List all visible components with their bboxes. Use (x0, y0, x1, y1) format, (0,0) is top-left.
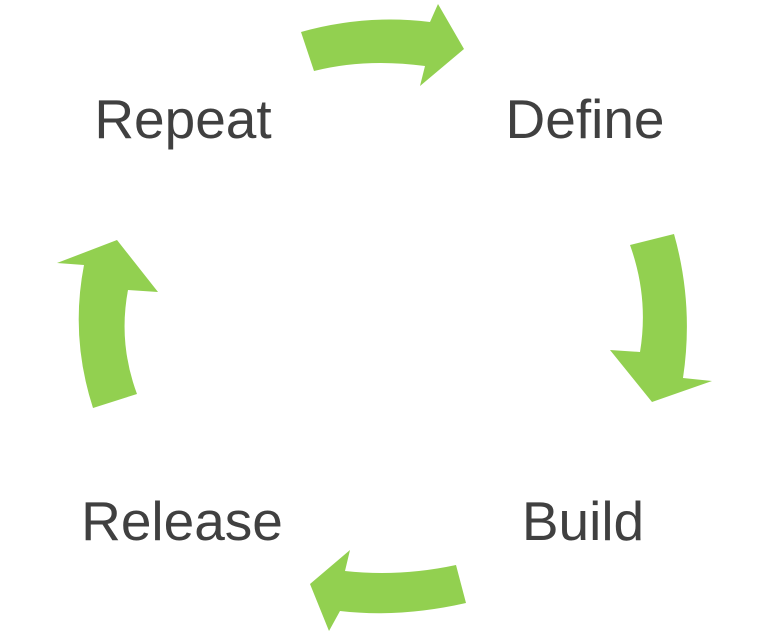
arrow-release-to-repeat (57, 240, 158, 408)
step-label-release: Release (81, 490, 283, 552)
arrow-repeat-to-define (301, 4, 464, 86)
step-label-build: Build (521, 490, 645, 552)
step-label-repeat: Repeat (94, 88, 272, 150)
step-label-define: Define (505, 88, 665, 150)
arrow-build-to-release (310, 550, 466, 631)
arrow-define-to-build (610, 234, 712, 402)
